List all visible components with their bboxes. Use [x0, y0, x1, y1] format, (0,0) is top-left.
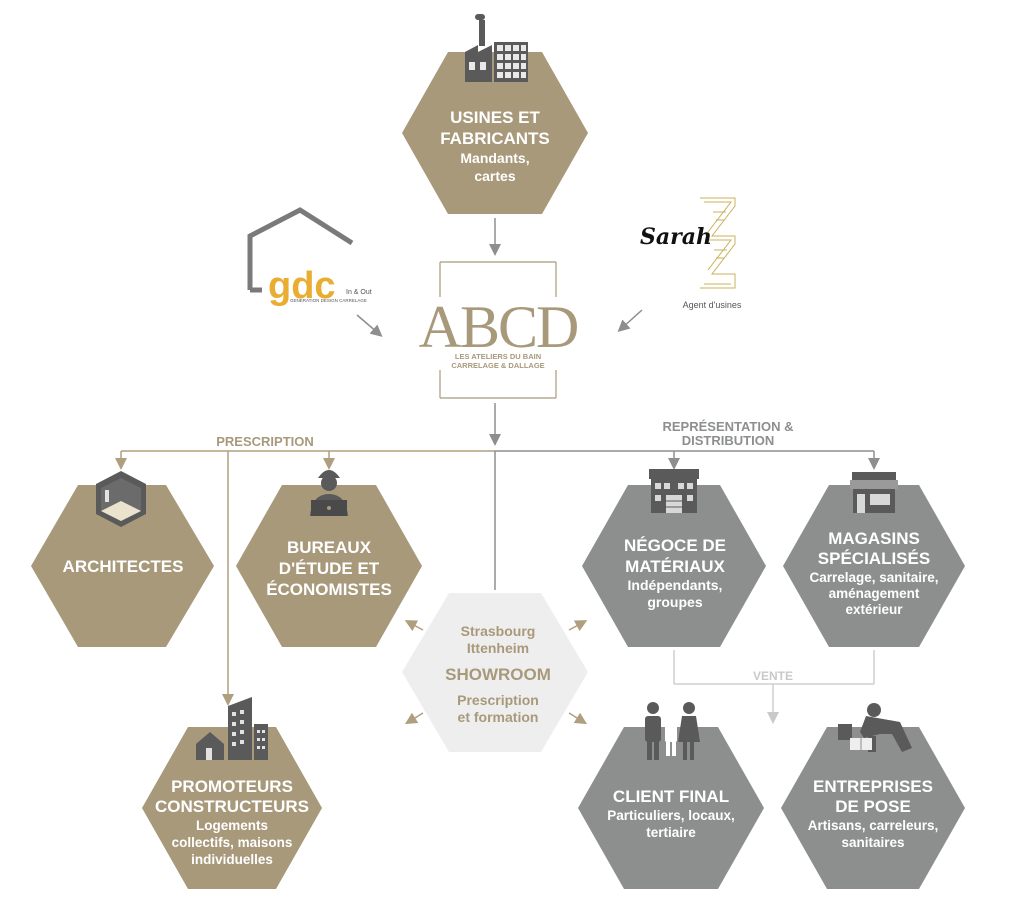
- showroom-city-line1: Strasbourg: [461, 623, 536, 639]
- negoce-sub-line1: Indépendants,: [628, 577, 723, 593]
- usines-sub-line2: cartes: [474, 168, 515, 184]
- sarah-subtitle: Agent d'usines: [683, 300, 742, 310]
- engineer-icon: [310, 470, 348, 516]
- hex-negoce: NÉGOCE DE MATÉRIAUX Indépendants, groupe…: [582, 469, 766, 647]
- room-cube-icon: [96, 471, 146, 527]
- sarah-logo: Sarah Agent d'usines: [640, 197, 742, 310]
- usines-sub-line1: Mandants,: [460, 150, 529, 166]
- tiler-icon: [838, 703, 912, 752]
- bureaux-title-line2: D'ÉTUDE ET: [279, 559, 380, 578]
- client-sub-line1: Particuliers, locaux,: [607, 808, 735, 823]
- negoce-title-line2: MATÉRIAUX: [625, 557, 725, 576]
- representation-label-line1: REPRÉSENTATION &: [663, 419, 794, 434]
- entreprises-title-line2: DE POSE: [835, 797, 911, 816]
- entreprises-sub-line2: sanitaires: [841, 835, 904, 850]
- showroom-sub-line2: et formation: [458, 709, 539, 725]
- client-title: CLIENT FINAL: [613, 787, 729, 806]
- gdc-logo: gdc In & Out GENERATION DESIGN CARRELAGE: [247, 207, 372, 307]
- hex-promoteurs: PROMOTEURS CONSTRUCTEURS Logements colle…: [142, 697, 322, 889]
- connectors: [115, 218, 880, 725]
- showroom-title: SHOWROOM: [445, 665, 551, 684]
- hex-magasins-shape: [783, 485, 965, 647]
- warehouse-icon: [649, 469, 699, 513]
- hex-entreprises-shape: [781, 727, 965, 889]
- abcd-subtitle-line2: CARRELAGE & DALLAGE: [451, 361, 544, 370]
- arrow-showroom-promoteurs: [404, 712, 424, 725]
- hex-negoce-shape: [582, 485, 766, 647]
- gdc-tagline: In & Out: [346, 289, 372, 296]
- magasins-sub-line2: aménagement: [829, 586, 920, 601]
- family-icon: [645, 702, 700, 760]
- bureaux-title-line1: BUREAUX: [287, 538, 372, 557]
- showroom-sub-line1: Prescription: [457, 692, 539, 708]
- abcd-subtitle-line1: LES ATELIERS DU BAIN: [455, 352, 541, 361]
- factory-icon: [465, 14, 528, 82]
- gdc-roof-shape: [247, 207, 354, 290]
- client-sub-line2: tertiaire: [646, 825, 696, 840]
- promoteurs-sub-line2: collectifs, maisons: [172, 835, 293, 850]
- arrow-showroom-bureaux: [404, 620, 424, 632]
- gdc-wordmark: gdc: [268, 265, 336, 307]
- hex-bureaux: BUREAUX D'ÉTUDE ET ÉCONOMISTES: [236, 470, 422, 647]
- arrow-gdc-abcd: [356, 314, 383, 337]
- hex-usines: USINES ET FABRICANTS Mandants, cartes: [402, 14, 588, 214]
- promoteurs-sub-line3: individuelles: [191, 852, 273, 867]
- prescription-label: PRESCRIPTION: [216, 434, 314, 449]
- shop-icon: [850, 472, 898, 513]
- usines-title-line2: FABRICANTS: [440, 129, 550, 148]
- architectes-title: ARCHITECTES: [63, 557, 184, 576]
- bureaux-title-line3: ÉCONOMISTES: [266, 580, 392, 599]
- negoce-title-line1: NÉGOCE DE: [624, 536, 726, 555]
- representation-label-line2: DISTRIBUTION: [682, 433, 774, 448]
- vente-label: VENTE: [753, 669, 793, 683]
- promoteurs-title-line1: PROMOTEURS: [171, 777, 293, 796]
- showroom-city-line2: Ittenheim: [467, 640, 529, 656]
- arrow-showroom-client: [568, 712, 588, 725]
- magasins-sub-line1: Carrelage, sanitaire,: [809, 570, 938, 585]
- promoteurs-title-line2: CONSTRUCTEURS: [155, 797, 309, 816]
- promoteurs-sub-line1: Logements: [196, 818, 268, 833]
- hex-magasins: MAGASINS SPÉCIALISÉS Carrelage, sanitair…: [783, 472, 965, 647]
- usines-title-line1: USINES ET: [450, 108, 540, 127]
- abcd-wordmark: ABCD: [419, 294, 578, 360]
- hex-bureaux-shape: [236, 485, 422, 647]
- hex-showroom: Strasbourg Ittenheim SHOWROOM Prescripti…: [402, 593, 588, 752]
- hex-promoteurs-shape: [142, 727, 322, 889]
- negoce-sub-line2: groupes: [647, 594, 702, 610]
- magasins-title-line1: MAGASINS: [828, 529, 920, 548]
- hex-architectes-shape: [31, 485, 214, 647]
- hex-usines-shape: [402, 52, 588, 214]
- hex-architectes: ARCHITECTES: [31, 471, 214, 647]
- hex-client: CLIENT FINAL Particuliers, locaux, terti…: [578, 702, 764, 889]
- hex-showroom-shape: [402, 593, 588, 752]
- magasins-title-line2: SPÉCIALISÉS: [818, 549, 930, 568]
- hex-client-shape: [578, 727, 764, 889]
- sarah-emblem-shape: [700, 197, 736, 289]
- entreprises-sub-line1: Artisans, carreleurs,: [808, 818, 939, 833]
- arrow-showroom-negoce: [568, 620, 588, 632]
- magasins-sub-line3: extérieur: [845, 602, 903, 617]
- sarah-wordmark: Sarah: [640, 224, 712, 250]
- buildings-icon: [196, 697, 268, 760]
- abcd-logo: ABCD LES ATELIERS DU BAIN CARRELAGE & DA…: [419, 261, 579, 399]
- arrow-sarah-abcd: [617, 309, 643, 333]
- hex-entreprises: ENTREPRISES DE POSE Artisans, carreleurs…: [781, 703, 965, 889]
- entreprises-title-line1: ENTREPRISES: [813, 777, 933, 796]
- gdc-subtitle: GENERATION DESIGN CARRELAGE: [290, 298, 367, 303]
